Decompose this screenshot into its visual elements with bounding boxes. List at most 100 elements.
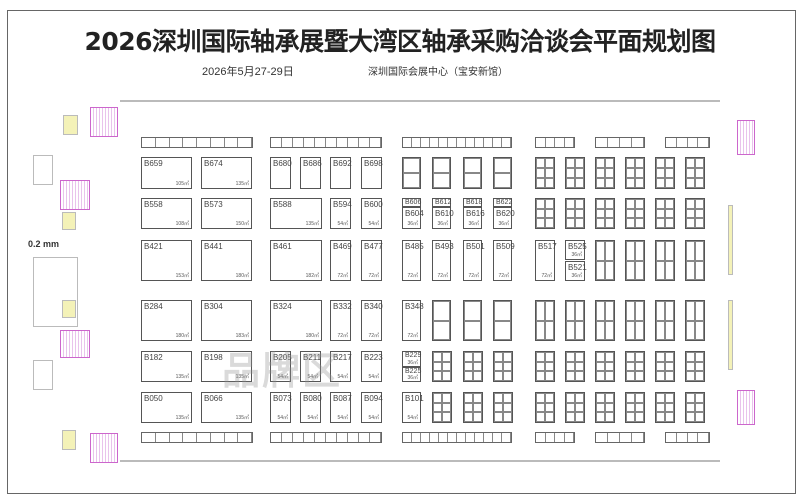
standard-booth-block[interactable] bbox=[685, 351, 705, 382]
standard-booth-block[interactable] bbox=[463, 351, 483, 382]
standard-booth-block[interactable] bbox=[535, 157, 555, 189]
standard-booth-block[interactable] bbox=[463, 157, 482, 189]
standard-booth-block[interactable] bbox=[595, 392, 615, 423]
booth-strip[interactable] bbox=[141, 137, 253, 148]
standard-booth-block[interactable] bbox=[493, 300, 512, 341]
standard-booth-block[interactable] bbox=[685, 300, 705, 341]
standard-booth-block[interactable] bbox=[402, 157, 421, 189]
booth-strip[interactable] bbox=[535, 432, 575, 443]
standard-booth-block[interactable] bbox=[535, 392, 555, 423]
standard-booth-block[interactable] bbox=[685, 198, 705, 229]
booth-strip[interactable] bbox=[665, 432, 710, 443]
standard-booth-block[interactable] bbox=[685, 157, 705, 189]
booth-b692[interactable]: B692 bbox=[330, 157, 352, 189]
standard-booth-block[interactable] bbox=[625, 300, 645, 341]
standard-booth-block[interactable] bbox=[432, 392, 452, 423]
standard-booth-block[interactable] bbox=[655, 392, 675, 423]
standard-booth-block[interactable] bbox=[685, 392, 705, 423]
standard-booth-block[interactable] bbox=[655, 300, 675, 341]
standard-booth-block[interactable] bbox=[625, 198, 645, 229]
booth-strip[interactable] bbox=[595, 432, 645, 443]
booth-strip[interactable] bbox=[402, 432, 512, 443]
booth-b686[interactable]: B686 bbox=[300, 157, 322, 189]
standard-booth-block[interactable] bbox=[625, 157, 645, 189]
booth-strip[interactable] bbox=[270, 432, 382, 443]
booth-strip[interactable] bbox=[270, 137, 382, 148]
standard-booth-block[interactable] bbox=[625, 351, 645, 382]
booth-b606[interactable]: B606 bbox=[402, 198, 421, 207]
standard-booth-block[interactable] bbox=[565, 351, 585, 382]
standard-booth-block[interactable] bbox=[565, 392, 585, 423]
standard-booth-block[interactable] bbox=[595, 300, 615, 341]
booth-b618[interactable]: B618 bbox=[463, 198, 482, 207]
standard-booth-block[interactable] bbox=[595, 157, 615, 189]
standard-booth-block[interactable] bbox=[565, 198, 585, 229]
standard-booth-block[interactable] bbox=[463, 300, 482, 341]
booth-strip[interactable] bbox=[595, 137, 645, 148]
standard-booth-block[interactable] bbox=[655, 198, 675, 229]
standard-booth-block[interactable] bbox=[463, 392, 483, 423]
standard-booth-block[interactable] bbox=[565, 300, 585, 341]
standard-booth-block[interactable] bbox=[432, 157, 451, 189]
standard-booth-block[interactable] bbox=[595, 351, 615, 382]
standard-booth-block[interactable] bbox=[535, 300, 555, 341]
booth-b612[interactable]: B612 bbox=[432, 198, 451, 207]
booth-b680[interactable]: B680 bbox=[270, 157, 292, 189]
booth-b698[interactable]: B698 bbox=[361, 157, 383, 189]
standard-booth-block[interactable] bbox=[493, 351, 513, 382]
standard-booth-block[interactable] bbox=[655, 240, 675, 281]
standard-booth-block[interactable] bbox=[535, 198, 555, 229]
standard-booth-block[interactable] bbox=[493, 392, 513, 423]
standard-booth-block[interactable] bbox=[565, 157, 585, 189]
standard-booth-block[interactable] bbox=[655, 351, 675, 382]
standard-booth-block[interactable] bbox=[535, 351, 555, 382]
booth-b622[interactable]: B622 bbox=[493, 198, 512, 207]
standard-booth-block[interactable] bbox=[685, 240, 705, 281]
standard-booth-block[interactable] bbox=[493, 157, 512, 189]
standard-booth-block[interactable] bbox=[625, 392, 645, 423]
standard-booth-block[interactable] bbox=[432, 300, 451, 341]
booth-strip[interactable] bbox=[535, 137, 575, 148]
standard-booth-block[interactable] bbox=[595, 240, 615, 281]
